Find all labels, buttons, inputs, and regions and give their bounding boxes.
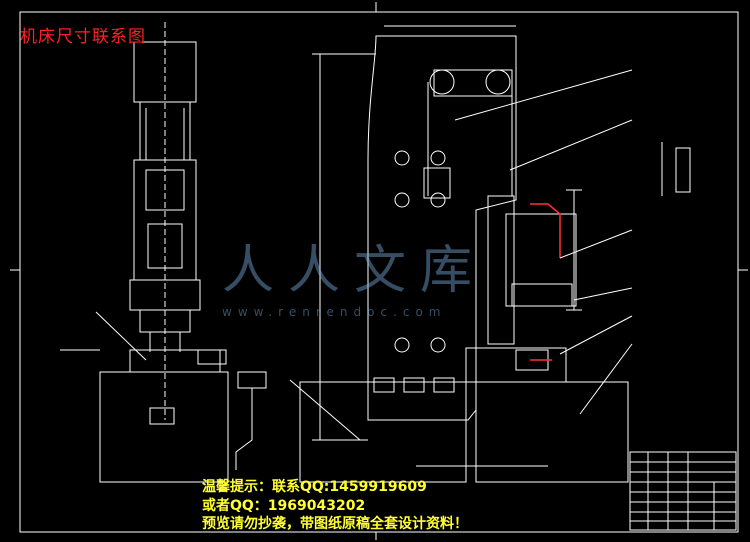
notes-area xyxy=(661,142,691,196)
watermark-url: www.renrendoc.com xyxy=(222,305,447,319)
notice-line-1: 温馨提示：联系QQ:1459919609 xyxy=(202,479,427,495)
leader-lines xyxy=(454,69,633,415)
title-block xyxy=(629,451,737,531)
watermark-text: 人人文库 xyxy=(222,241,487,301)
center-view xyxy=(289,25,629,483)
drawing-frame xyxy=(19,11,739,533)
notice-line-3: 预览请勿抄袭，带图纸原稿全套设计资料！ xyxy=(202,516,468,532)
drawing-title: 机床尺寸联系图 xyxy=(20,27,146,47)
notice-line-2: 或者QQ：1969043202 xyxy=(202,498,366,514)
left-view xyxy=(60,22,267,483)
